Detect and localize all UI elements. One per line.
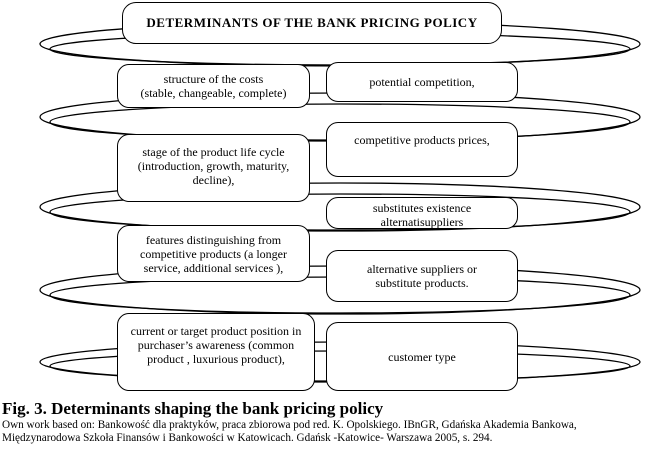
spiral-ring-3: [39, 182, 641, 232]
spiral-ring-3-inner: [49, 193, 631, 231]
figure-caption: Fig. 3. Determinants shaping the bank pr…: [2, 399, 384, 418]
left-box-product-life-cycle: stage of the product life cycle (introdu…: [117, 134, 310, 202]
left-box-distinguishing-features: features distinguishing from competitive…: [117, 225, 310, 282]
right-box-alternative-suppliers: alternative suppliers or substitute prod…: [326, 250, 518, 302]
left-box-cost-structure: structure of the costs (stable, changeab…: [117, 64, 310, 108]
left-box-product-position: current or target product position in pu…: [117, 313, 315, 391]
figure-source-line-2: Międzynarodowa Szkoła Finansów i Bankowo…: [2, 432, 493, 444]
right-box-substitutes-existence: substitutes existence alternatisuppliers: [326, 197, 518, 229]
right-box-customer-type: customer type: [326, 322, 518, 391]
right-box-potential-competition: potential competition,: [326, 62, 518, 102]
diagram-title-box: DETERMINANTS OF THE BANK PRICING POLICY: [122, 2, 502, 44]
figure-source-line-1: Own work based on: Bankowość dla praktyk…: [2, 419, 577, 431]
right-box-competitive-prices: competitive products prices,: [326, 122, 518, 177]
